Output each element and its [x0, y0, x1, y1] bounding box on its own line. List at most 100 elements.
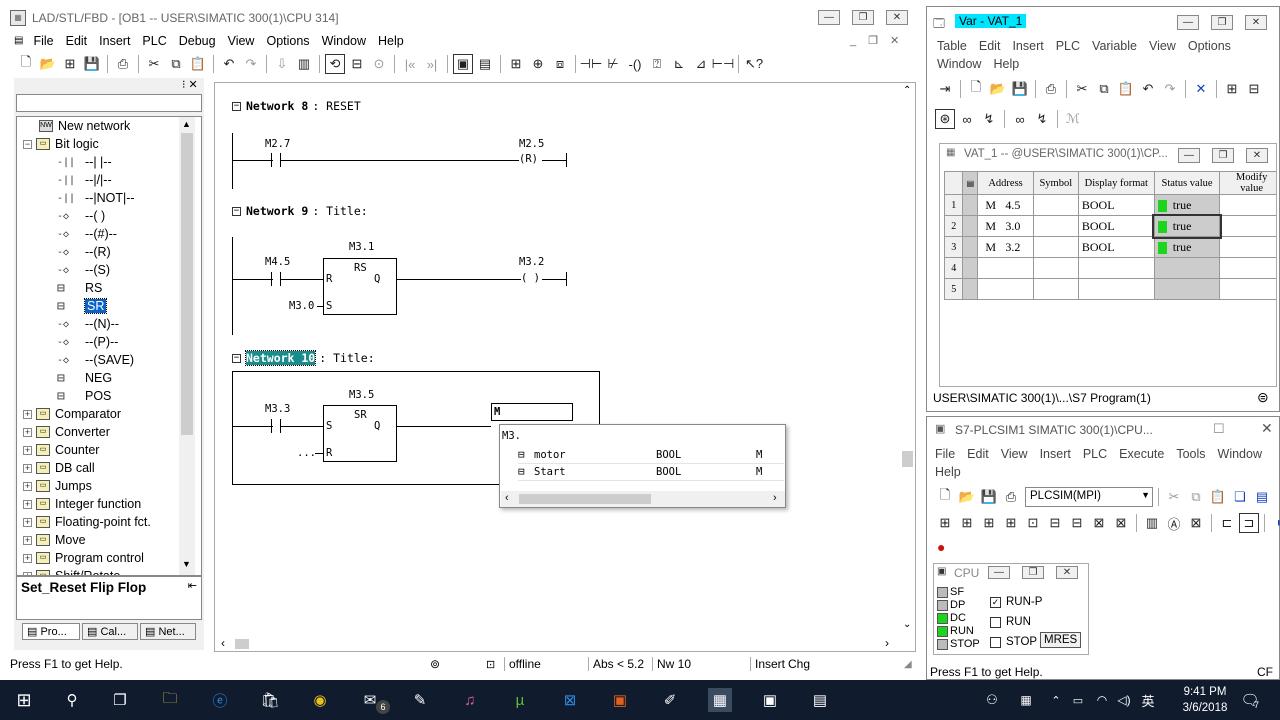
- pin-icon[interactable]: ⇥: [939, 81, 951, 96]
- file-explorer-icon[interactable]: 🗀: [162, 689, 178, 707]
- address-cell[interactable]: [977, 257, 1034, 279]
- coil-icon[interactable]: -(): [628, 56, 642, 72]
- vat-close-button[interactable]: ✕: [1245, 15, 1267, 30]
- scroll-thumb[interactable]: [181, 133, 193, 435]
- scroll-left-icon[interactable]: ‹: [221, 636, 225, 650]
- notification-icon[interactable]: 🗨: [1240, 692, 1260, 709]
- catalog-item[interactable]: -◇--(S): [57, 261, 110, 279]
- copy-icon[interactable]: ⧉: [1099, 81, 1109, 96]
- scroll-down-icon[interactable]: ▼: [182, 559, 191, 569]
- cut-icon[interactable]: ✂: [1076, 81, 1088, 96]
- network-10-header[interactable]: − Network 10 : Title:: [232, 350, 375, 366]
- insert-output-icon[interactable]: ⊞: [961, 515, 973, 530]
- output-coil-symbol[interactable]: ( ): [521, 272, 540, 284]
- new-icon[interactable]: 🗋: [939, 487, 951, 502]
- contact-address[interactable]: M2.7: [265, 138, 291, 150]
- sim-menu-view[interactable]: View: [1000, 447, 1028, 461]
- insert-timer-icon[interactable]: ⊞: [1005, 515, 1017, 530]
- sim-menu-edit[interactable]: Edit: [967, 447, 989, 461]
- catalog-item[interactable]: +▭Move: [23, 531, 86, 549]
- clock[interactable]: 9:41 PM 3/6/2018: [1170, 684, 1240, 716]
- vat-maximize-button[interactable]: ❐: [1211, 15, 1233, 30]
- sim-menu-window[interactable]: Window: [1217, 447, 1262, 461]
- accessible-nodes-icon[interactable]: ⊞: [64, 56, 76, 71]
- lad-title-bar[interactable]: ▦ LAD/STL/FBD - [OB1 -- USER\SIMATIC 300…: [0, 0, 922, 36]
- scroll-thumb[interactable]: [235, 639, 249, 649]
- status-cell[interactable]: [1153, 278, 1221, 300]
- insert-stacks-icon[interactable]: ⊠: [1093, 515, 1105, 530]
- people-icon[interactable]: ⚇: [986, 692, 998, 707]
- catalog-item[interactable]: -◇--(SAVE): [57, 351, 134, 369]
- vat-menu-table[interactable]: Table: [937, 39, 967, 53]
- vat-menu-edit[interactable]: Edit: [978, 39, 1001, 53]
- tile-icon[interactable]: ▤: [1255, 489, 1269, 504]
- copy-icon[interactable]: ⧉: [171, 56, 181, 71]
- monitor-variable-icon[interactable]: ⊛: [935, 109, 955, 129]
- insert-block-regs-icon[interactable]: ▥: [1145, 515, 1159, 530]
- catalog-item[interactable]: ⊟SR: [57, 297, 108, 315]
- itunes-icon[interactable]: ♫: [464, 691, 476, 709]
- print-icon[interactable]: ⎙: [1045, 81, 1057, 96]
- modify-cell[interactable]: [1219, 194, 1276, 216]
- vat-minimize-button[interactable]: —: [1177, 15, 1199, 30]
- save-icon[interactable]: 💾: [83, 56, 101, 71]
- expand-icon[interactable]: +: [23, 426, 32, 437]
- format-cell[interactable]: BOOL: [1077, 194, 1155, 216]
- menu-window[interactable]: Window: [321, 34, 367, 48]
- tab-call-structure[interactable]: ▤ Cal...: [82, 623, 138, 640]
- catalog-item[interactable]: -◇--(#)--: [57, 225, 117, 243]
- catalog-dock-controls[interactable]: ⁝ ✕: [182, 79, 198, 91]
- sim-menu-file[interactable]: File: [935, 447, 956, 461]
- catalog-item[interactable]: +▭Converter: [23, 423, 110, 441]
- expand-icon[interactable]: +: [23, 498, 32, 509]
- format-cell[interactable]: [1077, 257, 1155, 279]
- cpu-minimize-button[interactable]: —: [988, 566, 1010, 579]
- paint-icon[interactable]: ✎: [413, 692, 427, 709]
- insert-counter-icon[interactable]: ⊡: [1027, 515, 1039, 530]
- update-monitor-icon[interactable]: ∞: [1015, 111, 1025, 127]
- undo-icon[interactable]: ↶: [223, 56, 235, 71]
- symbol-icon[interactable]: ⧈: [555, 56, 565, 71]
- catalog-item[interactable]: -◇--(N)--: [57, 315, 119, 333]
- redo-icon[interactable]: ↷: [245, 56, 257, 71]
- vat1-minimize-button[interactable]: —: [1178, 148, 1200, 163]
- operand-edit-field[interactable]: M: [491, 403, 573, 421]
- connection-icon[interactable]: ⊢⊣: [711, 56, 735, 71]
- continuous-scan-icon[interactable]: ⊐: [1239, 513, 1259, 533]
- minimize-button[interactable]: —: [818, 10, 840, 25]
- contact-address[interactable]: M3.3: [265, 403, 291, 415]
- store-icon[interactable]: 🛍: [260, 692, 280, 709]
- vat-title-bar[interactable]: 🗔 Var - VAT_1 — ❐ ✕: [927, 7, 1279, 37]
- vat1-close-button[interactable]: ✕: [1246, 148, 1268, 163]
- first-network-icon[interactable]: |«: [404, 56, 416, 72]
- activate-modify-icon[interactable]: ↯: [1036, 111, 1048, 126]
- menu-plc[interactable]: PLC: [142, 34, 167, 48]
- expand-icon[interactable]: +: [23, 516, 32, 527]
- mode-option[interactable]: RUN: [990, 612, 1086, 632]
- search-icon[interactable]: ⚲: [66, 692, 78, 709]
- expand-icon[interactable]: +: [23, 534, 32, 545]
- vat1-title-bar[interactable]: ▦ VAT_1 -- @USER\SIMATIC 300(1)\CP... — …: [940, 144, 1276, 166]
- format-cell[interactable]: BOOL: [1077, 236, 1155, 258]
- no-contact-symbol[interactable]: [271, 153, 281, 167]
- insert-variable-icon[interactable]: ⊠: [1190, 515, 1202, 530]
- menu-options[interactable]: Options: [266, 34, 310, 48]
- scroll-thumb[interactable]: [519, 494, 651, 504]
- vat-menu-plc[interactable]: PLC: [1055, 39, 1081, 53]
- status-cell[interactable]: true: [1153, 236, 1221, 258]
- sim-menu-execute[interactable]: Execute: [1119, 447, 1165, 461]
- tab-network-templates[interactable]: ▤ Net...: [140, 623, 196, 640]
- overview-icon[interactable]: ▣: [453, 54, 473, 74]
- station-icon[interactable]: ⊟: [351, 56, 363, 71]
- contact-address[interactable]: M4.5: [265, 256, 291, 268]
- catalog-item[interactable]: ⊟NEG: [57, 369, 112, 387]
- save-icon[interactable]: 💾: [1011, 81, 1029, 96]
- vat-menu-options[interactable]: Options: [1187, 39, 1231, 53]
- cut-icon[interactable]: ✂: [1168, 489, 1180, 504]
- delete-icon[interactable]: ✕: [1195, 81, 1207, 96]
- menu-insert[interactable]: Insert: [99, 34, 131, 48]
- network-8-header[interactable]: − Network 8 : RESET: [232, 99, 361, 113]
- catalog-search-bar[interactable]: [16, 94, 202, 112]
- ladder-editor[interactable]: − Network 8 : RESET M2.7 M2.5 (R) − Netw…: [214, 82, 916, 652]
